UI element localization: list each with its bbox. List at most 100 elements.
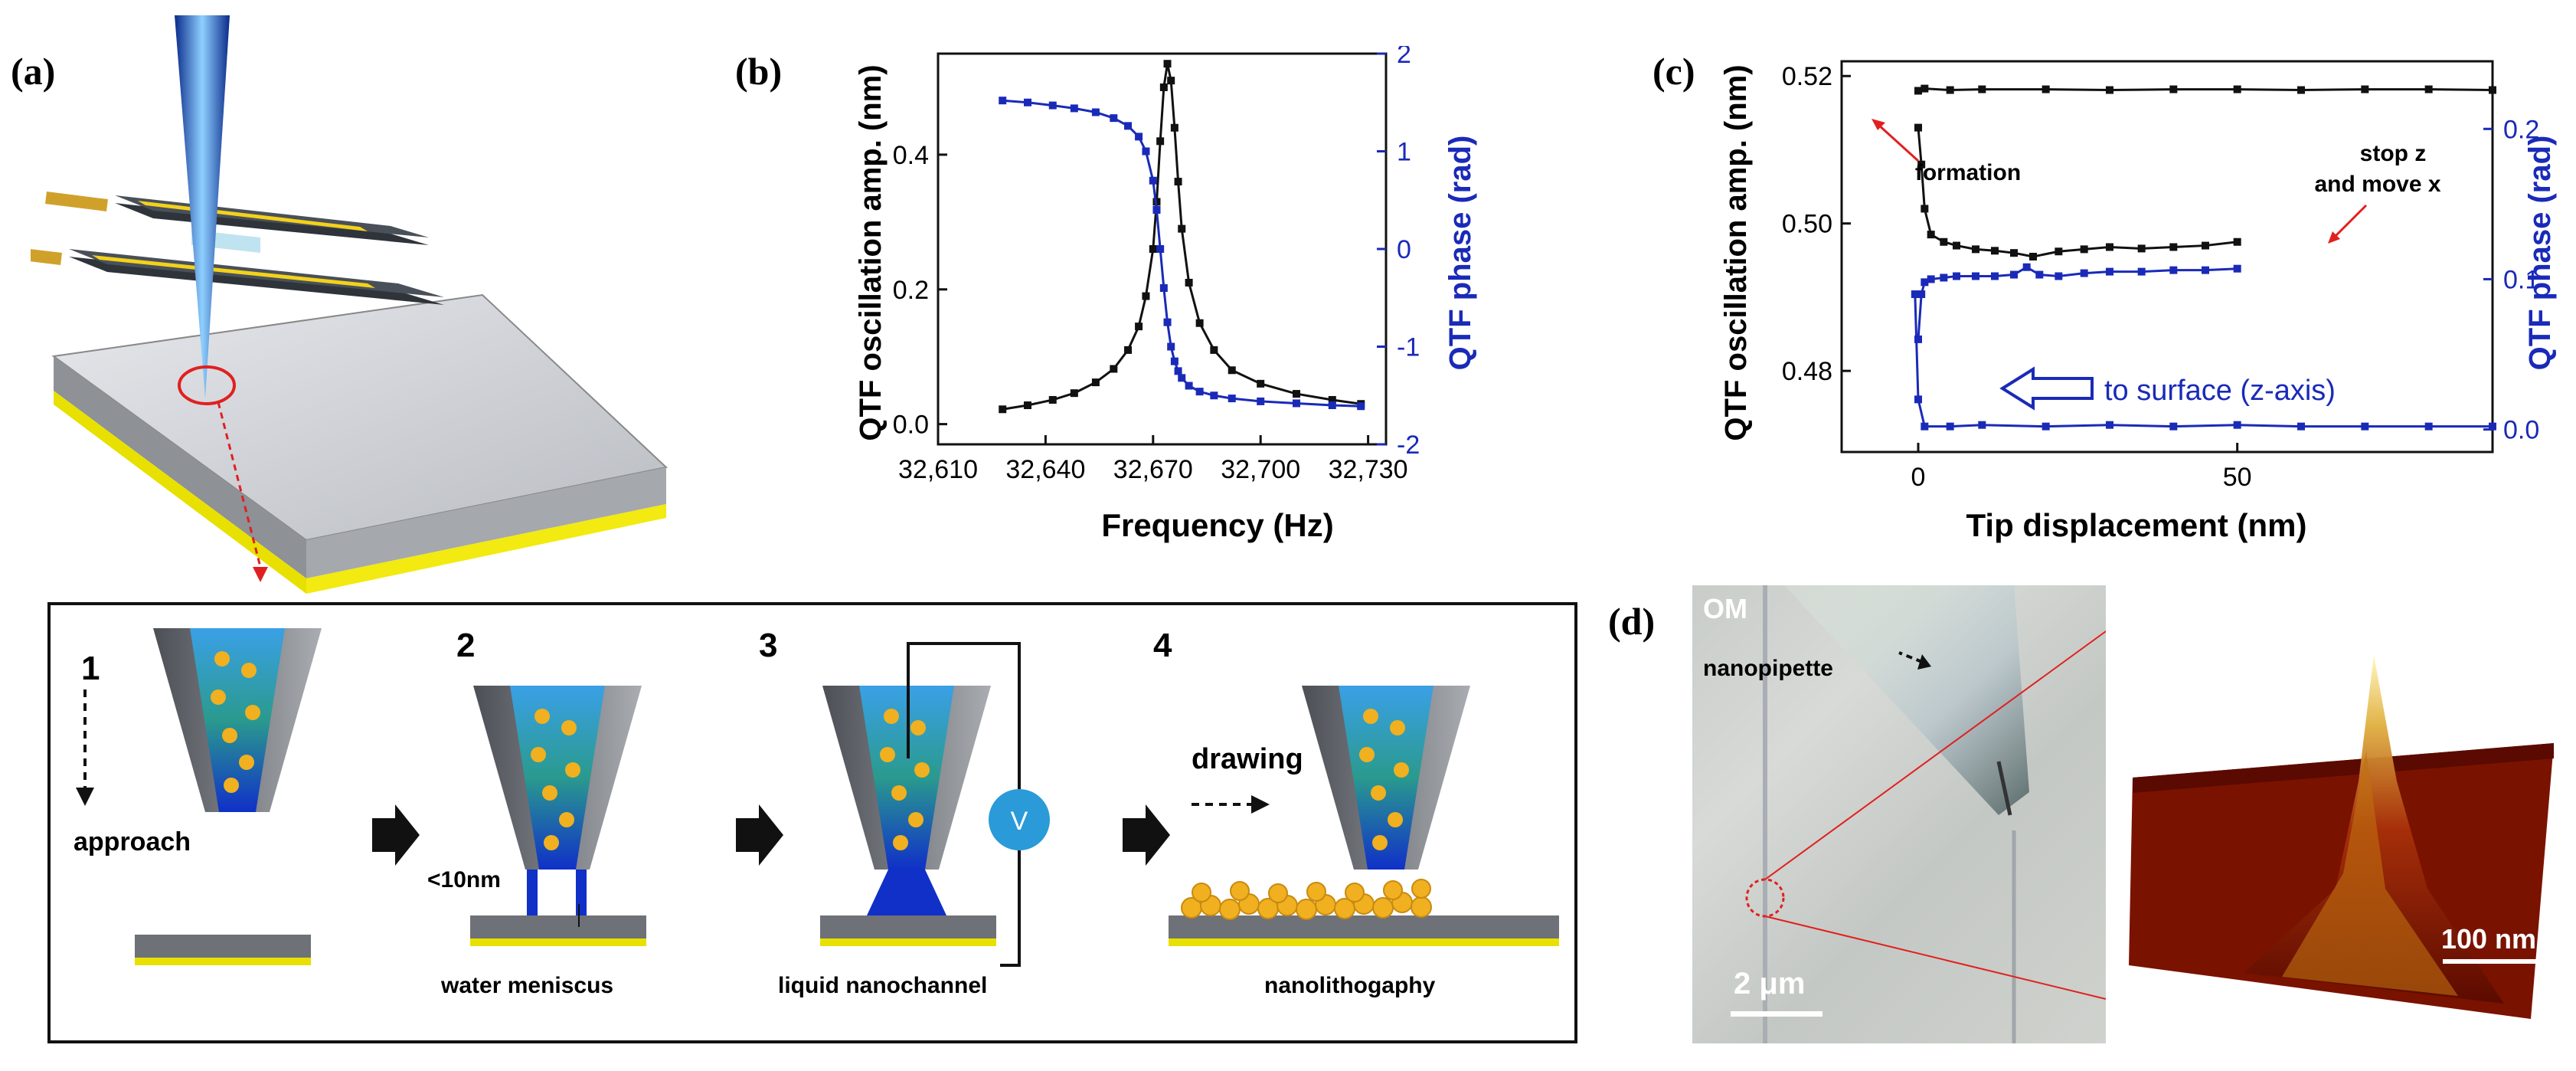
chart-b-xlabel: Frequency (Hz) (1101, 507, 1333, 543)
data-point (2489, 86, 2496, 94)
panel-b-label: (b) (735, 50, 783, 93)
data-point (1914, 123, 1922, 132)
data-point (1178, 374, 1186, 382)
data-point (1917, 290, 1926, 299)
data-point (1048, 395, 1057, 404)
data-point (1110, 114, 1118, 123)
data-point (1991, 272, 1999, 280)
voltmeter-label: V (1011, 807, 1028, 836)
data-point (1914, 335, 1922, 343)
data-point (1940, 273, 1948, 282)
data-point (1921, 422, 1929, 431)
data-point (1135, 323, 1143, 331)
step-3-number: 3 (759, 627, 778, 664)
gold-layer-right (306, 504, 666, 594)
data-point (1135, 133, 1143, 141)
plot-frame (1840, 60, 2494, 454)
data-point (2233, 264, 2241, 273)
data-point (1357, 402, 1365, 411)
data-point (1914, 395, 1922, 404)
data-point (1124, 346, 1133, 354)
data-point (2202, 241, 2209, 250)
data-point (1257, 397, 1265, 405)
step-2-gap-label: <10nm (427, 867, 501, 892)
nanopipette-label: nanopipette (1703, 656, 1833, 681)
data-point (1167, 77, 1175, 85)
data-point (1978, 85, 1986, 93)
annotation-move-x: and move x (2314, 172, 2440, 197)
data-point (2489, 422, 2496, 431)
data-point (1159, 284, 1168, 292)
data-point (1940, 237, 1948, 246)
data-point (2080, 269, 2088, 277)
deposited-particles (1181, 879, 1432, 920)
data-point (2106, 86, 2113, 94)
data-point (1142, 292, 1150, 300)
data-point (2424, 85, 2433, 93)
y-tick-label: 0.50 (1782, 210, 1832, 239)
series-line-2 (1917, 265, 2238, 339)
data-point (2297, 86, 2305, 94)
data-point (999, 405, 1007, 414)
data-point (1927, 231, 1935, 239)
step-4-number: 4 (1153, 627, 1172, 664)
step-4-caption: nanolithogaphy (1264, 973, 1436, 998)
data-point (1185, 278, 1193, 287)
data-point (1293, 390, 1300, 398)
data-point (1156, 245, 1165, 253)
data-point (2029, 253, 2037, 260)
x-tick-label: 32,730 (1329, 455, 1408, 484)
data-point (2055, 247, 2063, 256)
data-point (1091, 378, 1100, 387)
panel-a-label: (a) (11, 50, 56, 93)
annotation-to-surface: to surface (z-axis) (2104, 375, 2336, 407)
data-point (1110, 365, 1118, 373)
x-tick-label: 50 (2223, 463, 2252, 492)
data-point (1142, 147, 1150, 156)
y-tick-label: 0.2 (893, 276, 929, 305)
data-point (2202, 266, 2209, 274)
data-point (1228, 395, 1236, 403)
x-tick-label: 0 (1911, 463, 1926, 492)
step-1-caption: approach (74, 827, 191, 856)
data-point (1152, 206, 1161, 214)
data-point (1210, 346, 1218, 354)
data-point (1167, 342, 1175, 351)
y2-tick-label: 2 (1397, 46, 1411, 69)
optical-micrograph: OM nanopipette 2 μm (1692, 585, 2106, 1043)
device-illustration (31, 15, 669, 594)
data-point (1163, 60, 1172, 68)
data-point (1921, 84, 1929, 93)
data-point (2055, 272, 2063, 280)
data-point (2169, 422, 2178, 431)
data-point (1174, 178, 1182, 186)
panel-d-label: (d) (1608, 600, 1656, 643)
data-point (1911, 290, 1919, 299)
data-point (1972, 272, 1979, 280)
gold-layer-left (54, 391, 306, 594)
data-point (1978, 421, 1986, 429)
y2-tick-label: -2 (1397, 431, 1420, 460)
substrate-step1 (135, 935, 311, 965)
data-point (1091, 108, 1100, 116)
data-point (1174, 367, 1182, 375)
data-point (1914, 87, 1922, 95)
chart-c-xlabel: Tip displacement (nm) (1966, 507, 2307, 543)
data-point (1124, 122, 1133, 130)
x-tick-label: 32,700 (1221, 455, 1300, 484)
data-point (1159, 83, 1168, 91)
y-tick-label: 0.48 (1782, 357, 1832, 386)
data-point (1070, 389, 1078, 398)
data-point (2035, 270, 2044, 279)
data-point (2361, 422, 2369, 431)
data-point (1210, 391, 1218, 400)
to-surface-arrow (1999, 366, 2094, 411)
data-point (2233, 85, 2241, 93)
data-point (1195, 388, 1204, 396)
data-point (2106, 267, 2113, 276)
data-point (2010, 249, 2018, 257)
y2-tick-label: 0 (1397, 235, 1411, 264)
data-point (2169, 85, 2178, 93)
